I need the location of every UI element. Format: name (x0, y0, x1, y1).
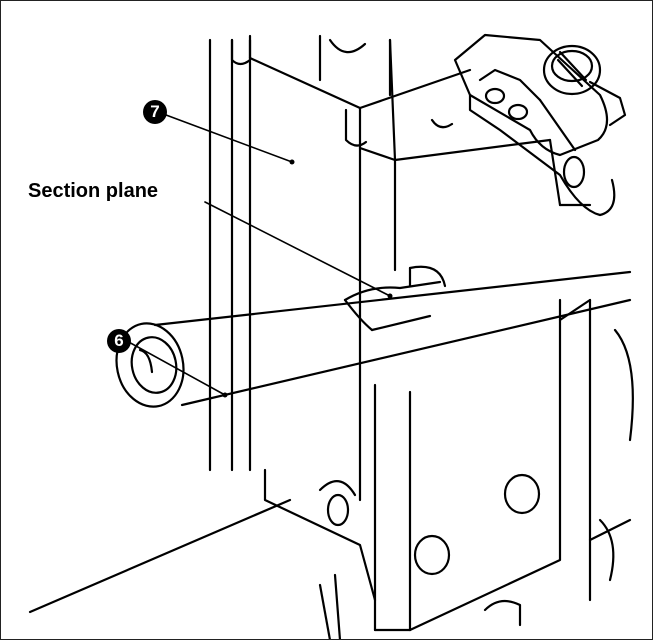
leader-dot-7 (289, 159, 295, 165)
callout-6: 6 (107, 329, 131, 353)
leader-dot-section-plane (387, 293, 393, 299)
callout-7: 7 (143, 100, 167, 124)
leader-line-section-plane (204, 201, 391, 297)
bracket-plate (208, 34, 592, 502)
lever-link (453, 33, 627, 217)
section-plane-label: Section plane (28, 180, 159, 202)
leader-line-7 (157, 111, 293, 163)
lower-block (263, 298, 634, 640)
leader-dot-6 (222, 392, 228, 398)
base-edge (28, 498, 292, 614)
leader-line-6 (124, 339, 226, 396)
